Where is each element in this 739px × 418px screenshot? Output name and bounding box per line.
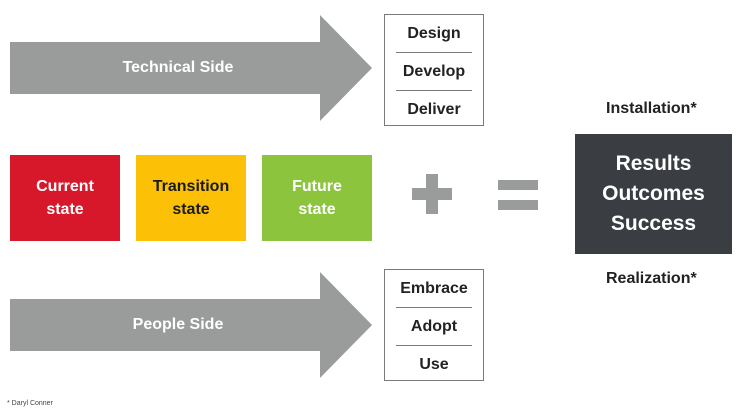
divider [396,52,472,53]
people-side-arrow: People Side [10,272,372,378]
technical-side-arrow: Technical Side [10,15,372,121]
divider [396,345,472,346]
people-steps-box: Embrace Adopt Use [384,269,484,381]
installation-caption: Installation* [606,100,697,117]
step-adopt: Adopt [410,317,458,335]
step-deliver: Deliver [407,100,461,118]
current-state-box: Current state [10,155,120,241]
divider [396,307,472,308]
result-line-outcomes: Outcomes [602,182,705,205]
future-state-line2: state [298,201,336,218]
current-state-line2: state [46,201,84,218]
step-use: Use [419,355,449,373]
step-develop: Develop [402,62,466,80]
result-line-success: Success [610,212,697,235]
step-embrace: Embrace [400,279,468,297]
technical-side-label: Technical Side [122,59,234,76]
people-arrow-shape [10,272,372,378]
realization-caption: Realization* [606,270,697,287]
transition-state-line2: state [172,201,210,218]
transition-state-line1: Transition [152,178,230,195]
future-state-line1: Future [292,178,342,195]
equals-icon [498,180,538,210]
people-side-label: People Side [132,316,224,333]
result-line-results: Results [615,152,692,175]
current-state-line1: Current [36,178,94,195]
future-state-box: Future state [262,155,372,241]
footnote: * Daryl Conner [7,400,53,407]
results-box: Results Outcomes Success [575,134,732,254]
step-design: Design [407,24,461,42]
technical-arrow-shape [10,15,372,121]
divider [396,90,472,91]
transition-state-box: Transition state [136,155,246,241]
technical-steps-box: Design Develop Deliver [384,14,484,126]
plus-icon [412,174,452,214]
